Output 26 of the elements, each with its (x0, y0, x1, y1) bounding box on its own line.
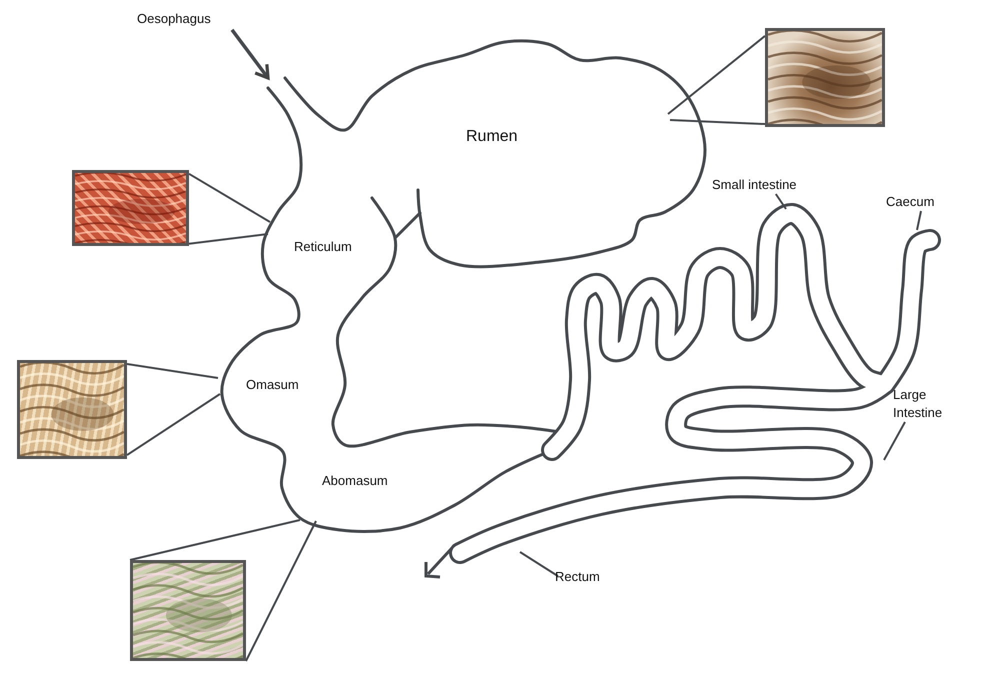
photo-placeholder (765, 28, 885, 127)
part-label: Abomasum (322, 472, 388, 490)
leader-line (916, 210, 922, 230)
leader-line (126, 362, 218, 379)
leader-line (670, 119, 766, 126)
leader-line (245, 520, 317, 662)
leader-line (188, 172, 271, 223)
leader-line (519, 551, 559, 577)
photo-placeholder (17, 360, 127, 459)
leader-line (130, 519, 300, 561)
photo-placeholder (130, 560, 246, 661)
part-label: Omasum (246, 376, 299, 394)
leader-line (883, 422, 906, 460)
part-label: Caecum (886, 193, 934, 211)
photo-placeholder (72, 170, 189, 246)
leader-line (188, 233, 268, 245)
leader-line (667, 35, 766, 115)
part-label: Large Intestine (893, 386, 944, 422)
part-label: Oesophagus (137, 10, 211, 28)
part-label: Reticulum (294, 238, 352, 256)
part-label: Rectum (555, 568, 600, 586)
leader-line (774, 193, 787, 210)
part-label: Small intestine (712, 176, 797, 194)
leader-line (126, 393, 221, 456)
part-label: Rumen (466, 127, 518, 147)
arrow (230, 28, 270, 80)
